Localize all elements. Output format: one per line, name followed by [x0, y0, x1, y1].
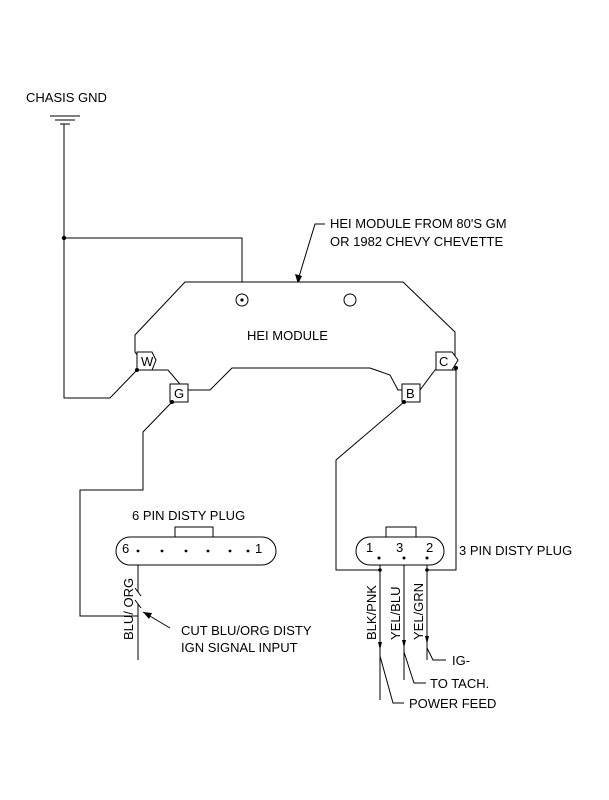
terminal-g-label: G: [174, 386, 184, 401]
plug6-pin-2: [228, 549, 232, 553]
blu-org-cut-mark-2: [134, 599, 142, 609]
tach-leader: [403, 651, 426, 684]
cut-note-line-2: IGN SIGNAL INPUT: [181, 640, 298, 655]
yel-grn-arrow: [425, 636, 429, 644]
plug6-pin-6: [136, 549, 140, 553]
chassis-ground: CHASIS GND: [26, 90, 243, 399]
terminal-w-dot: [135, 368, 139, 372]
power-leader: [379, 655, 404, 704]
hei-module: HEI MODULE W G B C: [134, 281, 459, 404]
plug3-pin-2: 2: [426, 540, 433, 555]
blu-org-label: BLU/ ORG: [121, 578, 136, 640]
terminal-w-label: W: [141, 354, 154, 369]
module-mount-hole-right: [343, 293, 357, 307]
ground-junction-dot: [61, 235, 67, 241]
plug6-body: [115, 536, 277, 566]
terminal-b: [401, 383, 421, 403]
power-note: POWER FEED: [409, 696, 496, 711]
plug6-label: 6 PIN DISTY PLUG: [132, 508, 245, 523]
callout-leader: [297, 223, 325, 281]
terminal-c: [435, 351, 459, 371]
callout-arrowhead: [295, 274, 302, 284]
plug3-key: [385, 526, 417, 538]
plug3-label: 3 PIN DISTY PLUG: [459, 543, 572, 558]
plug6-pin-first: 6: [122, 541, 129, 556]
callout-line-2: OR 1982 CHEVY CHEVETTE: [330, 234, 503, 249]
plug3-pin-3: 3: [396, 540, 403, 555]
plug3-pin-3-dot: [402, 556, 406, 560]
six-pin-plug: 6 PIN DISTY PLUG 6 1: [115, 508, 277, 566]
ig-note: IG-: [452, 653, 470, 668]
module-label: HEI MODULE: [247, 328, 328, 343]
plug6-key: [174, 526, 214, 538]
blk-pnk-label: BLK/PNK: [364, 585, 379, 640]
module-mount-hole-left: [235, 293, 249, 307]
ground-wire-to-w: [63, 124, 138, 399]
blu-org-cut-mark: [134, 587, 142, 597]
c-terminal-wire: [427, 368, 457, 571]
plug6-pin-4: [184, 549, 188, 553]
terminal-g: [169, 383, 189, 403]
ground-label: CHASIS GND: [26, 90, 107, 105]
plug6-pin-last: 1: [255, 541, 262, 556]
yel-grn-label: YEL/GRN: [411, 583, 426, 640]
b-terminal-wire: [335, 401, 405, 571]
plug3-pin-2-dot: [425, 556, 429, 560]
plug3-pin-1-dot: [377, 556, 381, 560]
plug6-pin-1: [246, 549, 250, 553]
three-pin-plug: 1 3 2 3 PIN DISTY PLUG: [355, 526, 572, 566]
g-signal-wire: [79, 401, 173, 617]
terminal-b-label: B: [406, 386, 415, 401]
blu-org-wire: BLU/ ORG CUT BLU/ORG DISTY IGN SIGNAL IN…: [121, 565, 312, 660]
yel-blu-arrow: [402, 640, 406, 648]
terminal-c-label: C: [439, 354, 448, 369]
terminal-w: [136, 351, 157, 371]
three-pin-harness: BLK/PNK YEL/BLU YEL/GRN: [364, 565, 429, 700]
cut-note-line-1: CUT BLU/ORG DISTY: [181, 623, 312, 638]
plug6-pin-5: [160, 549, 164, 553]
module-callout: HEI MODULE FROM 80'S GM OR 1982 CHEVY CH…: [295, 216, 507, 284]
yel-blu-label: YEL/BLU: [388, 587, 403, 640]
module-mount-center: [240, 298, 244, 302]
ig-leader: [426, 647, 446, 661]
callout-line-1: HEI MODULE FROM 80'S GM: [330, 216, 507, 231]
blk-pnk-arrow: [378, 642, 382, 650]
ground-wire-to-module: [64, 237, 243, 298]
tach-note: TO TACH.: [430, 676, 489, 691]
plug6-pin-3: [206, 549, 210, 553]
cut-arrowhead: [143, 612, 152, 619]
plug3-pin-1: 1: [366, 540, 373, 555]
